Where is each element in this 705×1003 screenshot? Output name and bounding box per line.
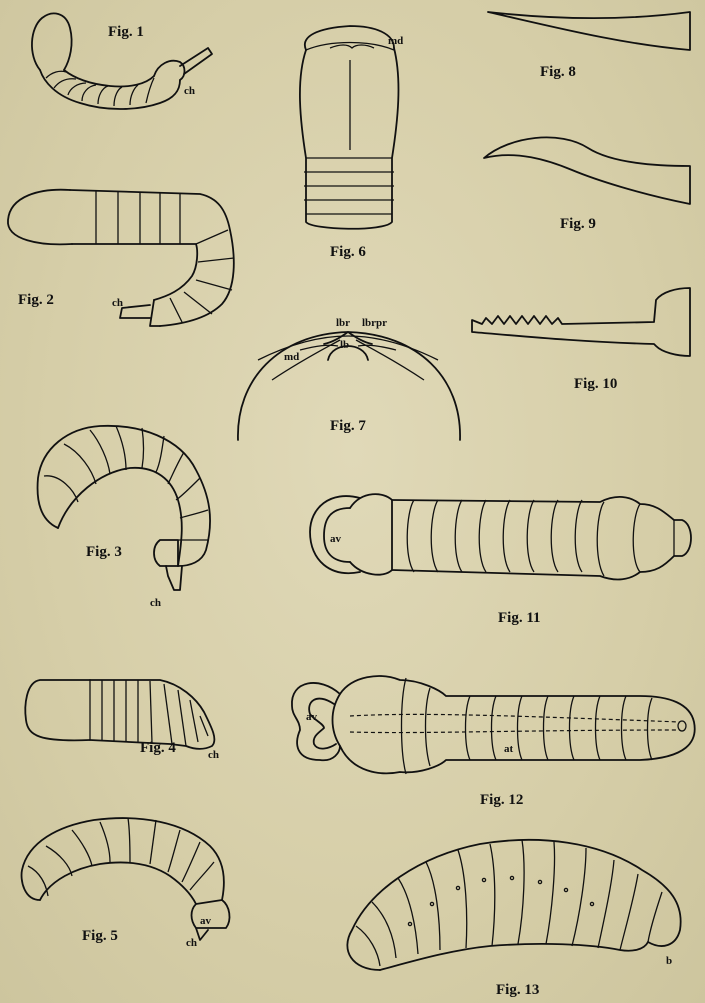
fig5-larva (22, 818, 230, 940)
fig11-label: Fig. 11 (498, 610, 541, 626)
fig5-ch-label: ch (186, 937, 197, 949)
fig10-label: Fig. 10 (574, 376, 617, 392)
fig10-mandible (472, 288, 690, 356)
fig12-av-label: av (306, 711, 318, 723)
fig12-at-label: at (504, 743, 514, 755)
fig8-mandible (488, 12, 690, 50)
fig2-label: Fig. 2 (18, 292, 54, 308)
fig1-ch-label: ch (184, 85, 195, 97)
fig5-av-label: av (200, 915, 212, 927)
fig12-label: Fig. 12 (480, 792, 523, 808)
fig4-ch-label: ch (208, 749, 219, 761)
fig2-ch-label: ch (112, 297, 123, 309)
fig12-larva (292, 676, 695, 774)
fig6-head (300, 26, 399, 229)
fig7-lbrpr-label: lbrpr (362, 317, 387, 329)
fig8-label: Fig. 8 (540, 64, 576, 80)
fig7-md-label: md (284, 351, 299, 363)
fig6-md-label: md (388, 35, 403, 47)
fig4-label: Fig. 4 (140, 740, 176, 756)
fig3-label: Fig. 3 (86, 544, 122, 560)
fig9-mandible (484, 137, 690, 204)
fig9-label: Fig. 9 (560, 216, 596, 232)
fig11-av-label: av (330, 533, 342, 545)
fig3-ch-label: ch (150, 597, 161, 609)
fig13-b-label: b (666, 955, 672, 967)
fig13-larva (347, 840, 680, 970)
fig13-label: Fig. 13 (496, 982, 539, 998)
fig7-lbr-label: lbr (336, 317, 350, 329)
fig1-label: Fig. 1 (108, 24, 144, 40)
fig11-larva (310, 494, 691, 579)
fig4-larva (25, 680, 214, 749)
fig3-larva (38, 426, 211, 590)
fig5-label: Fig. 5 (82, 928, 118, 944)
fig7-lb-label: lb (340, 339, 349, 351)
fig7-label: Fig. 7 (330, 418, 366, 434)
fig6-label: Fig. 6 (330, 244, 366, 260)
